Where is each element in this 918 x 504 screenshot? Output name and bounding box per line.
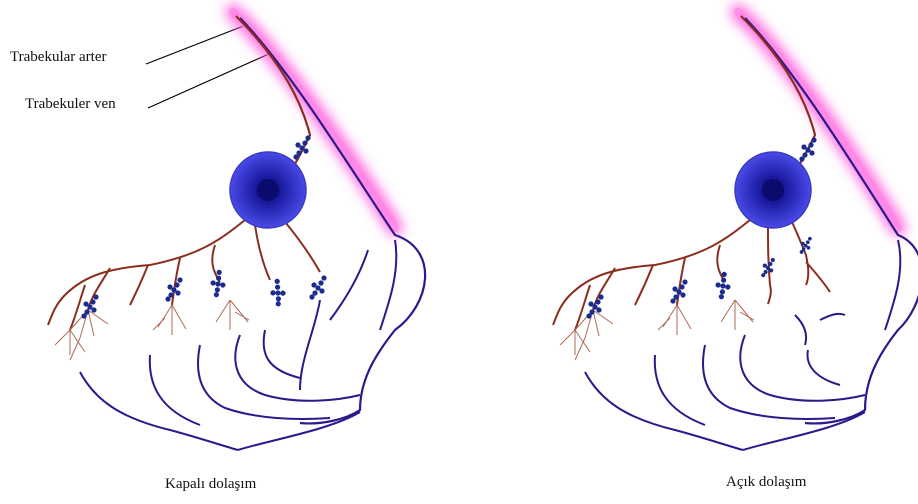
veins-left (80, 240, 396, 450)
caption-open-circulation: Açık dolaşım (726, 474, 806, 491)
trabecular-artery-label: Trabekular arter (10, 49, 107, 66)
capillaries-right (560, 300, 754, 360)
veins-right (585, 240, 900, 450)
caption-closed-circulation: Kapalı dolaşım (165, 476, 256, 493)
trabecular-vein-label: Trabekuler ven (25, 96, 116, 113)
panel-open-circulation (553, 12, 918, 450)
capillaries-left (55, 300, 249, 360)
artery-branches-right (553, 220, 830, 330)
panel-closed-circulation (48, 12, 425, 450)
